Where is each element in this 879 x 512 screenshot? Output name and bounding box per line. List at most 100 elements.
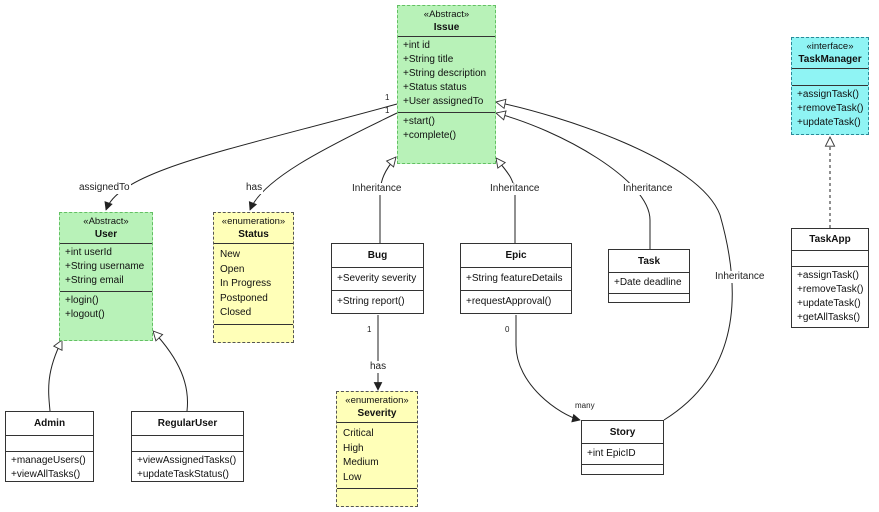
literals-section: New Open In Progress Postponed Closed (214, 244, 293, 325)
class-name: Epic (505, 250, 527, 261)
class-epic[interactable]: Epic +String featureDetails +requestAppr… (460, 243, 572, 314)
attribute: +String username (65, 261, 145, 272)
attribute: +String email (65, 275, 124, 286)
method: +complete() (403, 130, 457, 141)
class-header: RegularUser (132, 412, 243, 436)
class-name: Story (609, 427, 636, 438)
stereotype-label: «Abstract» (423, 9, 470, 20)
class-header: Bug (332, 244, 423, 268)
method: +removeTask() (797, 284, 864, 295)
edge-epic-story (515, 315, 580, 420)
attributes-section: +int userId +String username +String ema… (60, 244, 152, 292)
class-name: Admin (33, 418, 66, 429)
attribute: +int EpicID (587, 448, 636, 459)
label-task-inheritance: Inheritance (622, 183, 674, 195)
method: +updateTask() (797, 117, 861, 128)
edge-story-inheritance (496, 102, 733, 421)
label-has-severity: has (369, 361, 388, 373)
class-header: «Abstract» User (60, 213, 152, 244)
enum-literal: Postponed (220, 292, 268, 304)
edge-task-inheritance (496, 113, 651, 249)
methods-section: +assignTask() +removeTask() +updateTask(… (792, 267, 868, 328)
method: +updateTask() (797, 298, 861, 309)
edge-assigned-to (106, 103, 398, 210)
class-name: TaskApp (809, 234, 851, 245)
enum-severity[interactable]: «enumeration» Severity Critical High Med… (336, 391, 418, 507)
class-header: Admin (6, 412, 93, 436)
empty-section (214, 325, 293, 335)
class-bug[interactable]: Bug +Severity severity +String report() (331, 243, 424, 314)
attributes-section: +int id +String title +String descriptio… (398, 37, 495, 113)
edge-admin-inheritance (48, 340, 62, 412)
attributes-section (132, 436, 243, 452)
attributes-section: +Severity severity (332, 268, 423, 291)
class-task[interactable]: Task +Date deadline (608, 249, 690, 303)
edge-epic-inheritance (496, 158, 516, 243)
attribute: +int userId (65, 247, 112, 258)
method: +manageUsers() (11, 455, 86, 466)
methods-section: +login() +logout() (60, 292, 152, 325)
class-name: User (94, 229, 118, 240)
class-header: Story (582, 421, 663, 444)
methods-section: +viewAssignedTasks() +updateTaskStatus() (132, 452, 243, 485)
enum-literal: Low (343, 471, 362, 483)
class-header: «enumeration» Status (214, 213, 293, 244)
label-has-status: has (245, 182, 264, 194)
edge-bug-inheritance (379, 157, 396, 243)
class-name: Severity (357, 408, 397, 419)
interface-task-manager[interactable]: «interface» TaskManager +assignTask() +r… (791, 37, 869, 135)
attribute: +int id (403, 40, 430, 51)
attribute: +String description (403, 68, 487, 79)
class-regular-user[interactable]: RegularUser +viewAssignedTasks() +update… (131, 411, 244, 482)
enum-literal: In Progress (220, 278, 272, 290)
methods-section: +requestApproval() (461, 291, 571, 312)
method: +start() (403, 116, 435, 127)
attributes-section: +Date deadline (609, 273, 689, 294)
stereotype-label: «enumeration» (221, 216, 286, 227)
class-story[interactable]: Story +int EpicID (581, 420, 664, 475)
class-header: «Abstract» Issue (398, 6, 495, 37)
class-header: Epic (461, 244, 571, 268)
class-task-app[interactable]: TaskApp +assignTask() +removeTask() +upd… (791, 228, 869, 328)
literals-section: Critical High Medium Low (337, 423, 417, 490)
label-epic-inheritance: Inheritance (489, 183, 541, 195)
class-header: Task (609, 250, 689, 273)
methods-section: +assignTask() +removeTask() +updateTask(… (792, 86, 868, 133)
enum-status[interactable]: «enumeration» Status New Open In Progres… (213, 212, 294, 343)
class-admin[interactable]: Admin +manageUsers() +viewAllTasks() (5, 411, 94, 482)
class-name: RegularUser (157, 418, 218, 429)
label-bug-inheritance: Inheritance (351, 183, 403, 195)
stereotype-label: «enumeration» (345, 395, 409, 406)
class-name: Bug (367, 250, 388, 261)
label-story-inheritance: Inheritance (714, 271, 766, 283)
class-header: TaskApp (792, 229, 868, 251)
enum-literal: High (343, 442, 364, 454)
class-user[interactable]: «Abstract» User +int userId +String user… (59, 212, 153, 341)
method: +String report() (337, 296, 405, 307)
class-name: Task (637, 256, 661, 267)
methods-section: +start() +complete() (398, 113, 495, 146)
mult-epic-story-source: 0 (505, 325, 510, 334)
class-name: Status (238, 229, 269, 240)
attribute: +User assignedTo (403, 96, 484, 107)
attribute: +String featureDetails (466, 273, 563, 284)
attributes-section: +String featureDetails (461, 268, 571, 291)
enum-literal: Critical (343, 428, 374, 439)
stereotype-label: «Abstract» (83, 216, 129, 227)
class-issue[interactable]: «Abstract» Issue +int id +String title +… (397, 5, 496, 164)
attributes-section (792, 251, 868, 267)
method: +assignTask() (797, 270, 859, 281)
attribute: +Date deadline (614, 277, 682, 288)
methods-section: +String report() (332, 291, 423, 312)
method: +assignTask() (797, 89, 859, 100)
attributes-section: +int EpicID (582, 444, 663, 465)
attributes-section (6, 436, 93, 452)
class-header: «interface» TaskManager (792, 38, 868, 69)
method: +updateTaskStatus() (137, 469, 229, 480)
enum-literal: New (220, 249, 241, 260)
class-name: TaskManager (798, 54, 862, 65)
empty-section (337, 489, 417, 499)
method: +removeTask() (797, 103, 864, 114)
method: +getAllTasks() (797, 312, 861, 323)
enum-literal: Closed (220, 307, 252, 319)
